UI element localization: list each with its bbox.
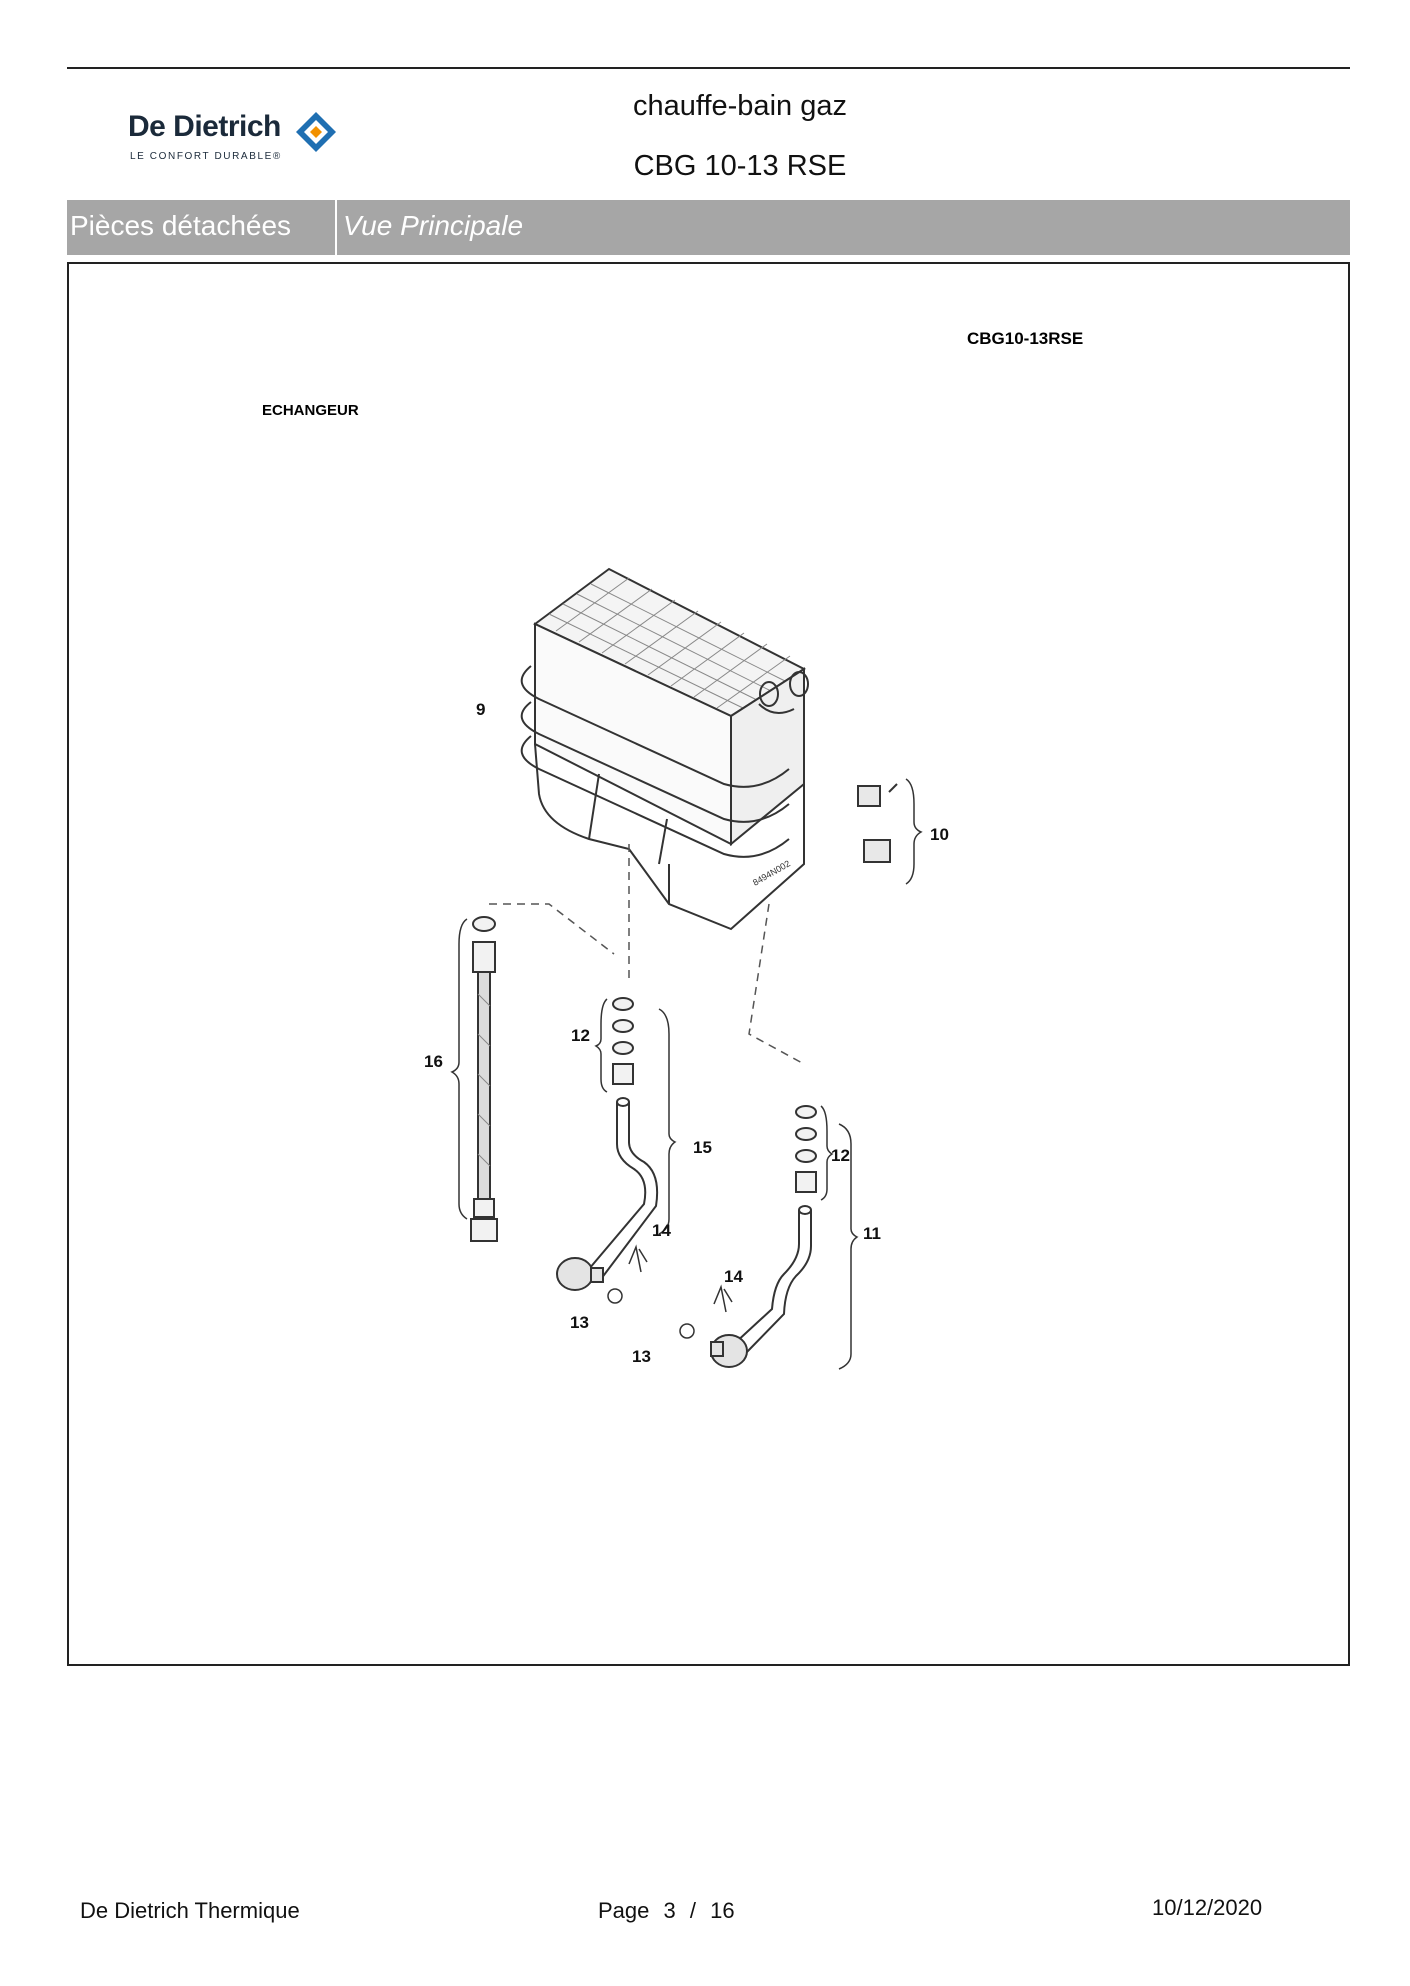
page-current: 3 xyxy=(663,1898,676,1923)
callout-15: 15 xyxy=(693,1138,712,1157)
bracket-10 xyxy=(905,778,923,885)
footer-pagination: Page 3 / 16 xyxy=(598,1898,743,1924)
callout-12-left: 12 xyxy=(571,1026,590,1045)
doc-title-line2: CBG 10-13 RSE xyxy=(633,150,847,182)
callout-11: 11 xyxy=(863,1224,881,1243)
footer-date: 10/12/2020 xyxy=(1152,1895,1263,1920)
doc-title-line1: chauffe-bain gaz xyxy=(633,90,847,122)
brand-diamond-icon xyxy=(296,112,336,152)
section-divider xyxy=(335,200,337,255)
clip-14-right-icon xyxy=(713,1284,733,1313)
section-label: Pièces détachées xyxy=(70,210,292,241)
callout-16: 16 xyxy=(424,1052,443,1071)
page-label: Page xyxy=(598,1898,650,1923)
callout-13-left: 13 xyxy=(570,1313,589,1332)
callout-12-right: 12 xyxy=(831,1146,850,1165)
brand-name: De Dietrich xyxy=(128,110,281,143)
exploded-view-drawing: CBG10-13RSE ECHANGEUR xyxy=(262,329,1083,1370)
page-total: 16 xyxy=(710,1898,735,1923)
callout-9: 9 xyxy=(476,700,485,719)
view-label: Vue Principale xyxy=(343,210,524,241)
drawing-model-label: CBG10-13RSE xyxy=(967,329,1083,348)
clip-parts-icon xyxy=(857,783,898,863)
assembly-lines xyxy=(489,844,805,1065)
footer-company: De Dietrich Thermique xyxy=(80,1898,300,1923)
clip-14-left-icon xyxy=(628,1244,648,1273)
page-separator: / xyxy=(689,1898,697,1923)
gasket-stack-left-icon xyxy=(612,997,634,1085)
callout-10: 10 xyxy=(930,825,949,844)
bracket-12-left xyxy=(594,998,608,1093)
drawing-frame: CBG10-13RSE ECHANGEUR xyxy=(67,262,1350,1666)
brand-logo: De Dietrich LE CONFORT DURABLE® xyxy=(128,110,348,170)
drawing-section-label: ECHANGEUR xyxy=(262,402,359,419)
pipe-right-icon xyxy=(710,1205,812,1368)
section-bar: Pièces détachées Vue Principale xyxy=(67,200,1350,255)
top-rule xyxy=(67,67,1350,69)
callout-14-right: 14 xyxy=(724,1267,743,1286)
brand-tagline: LE CONFORT DURABLE® xyxy=(130,151,282,162)
callout-13-right: 13 xyxy=(632,1347,651,1366)
gasket-stack-right-icon xyxy=(795,1105,817,1193)
heat-exchanger-icon xyxy=(520,567,809,931)
bracket-15 xyxy=(658,1008,677,1235)
pipe-left-icon xyxy=(556,1097,659,1291)
o-ring-13-left-icon xyxy=(607,1288,623,1304)
o-ring-13-right-icon xyxy=(679,1323,695,1339)
callout-14-left: 14 xyxy=(652,1221,671,1240)
bracket-16 xyxy=(450,918,468,1220)
drawing-ref-code: 8494N002 xyxy=(751,858,792,887)
bracket-12-right xyxy=(820,1105,834,1201)
bracket-11 xyxy=(838,1123,859,1370)
flexible-hose-icon xyxy=(470,916,498,1242)
hose-braid xyxy=(477,993,491,1167)
